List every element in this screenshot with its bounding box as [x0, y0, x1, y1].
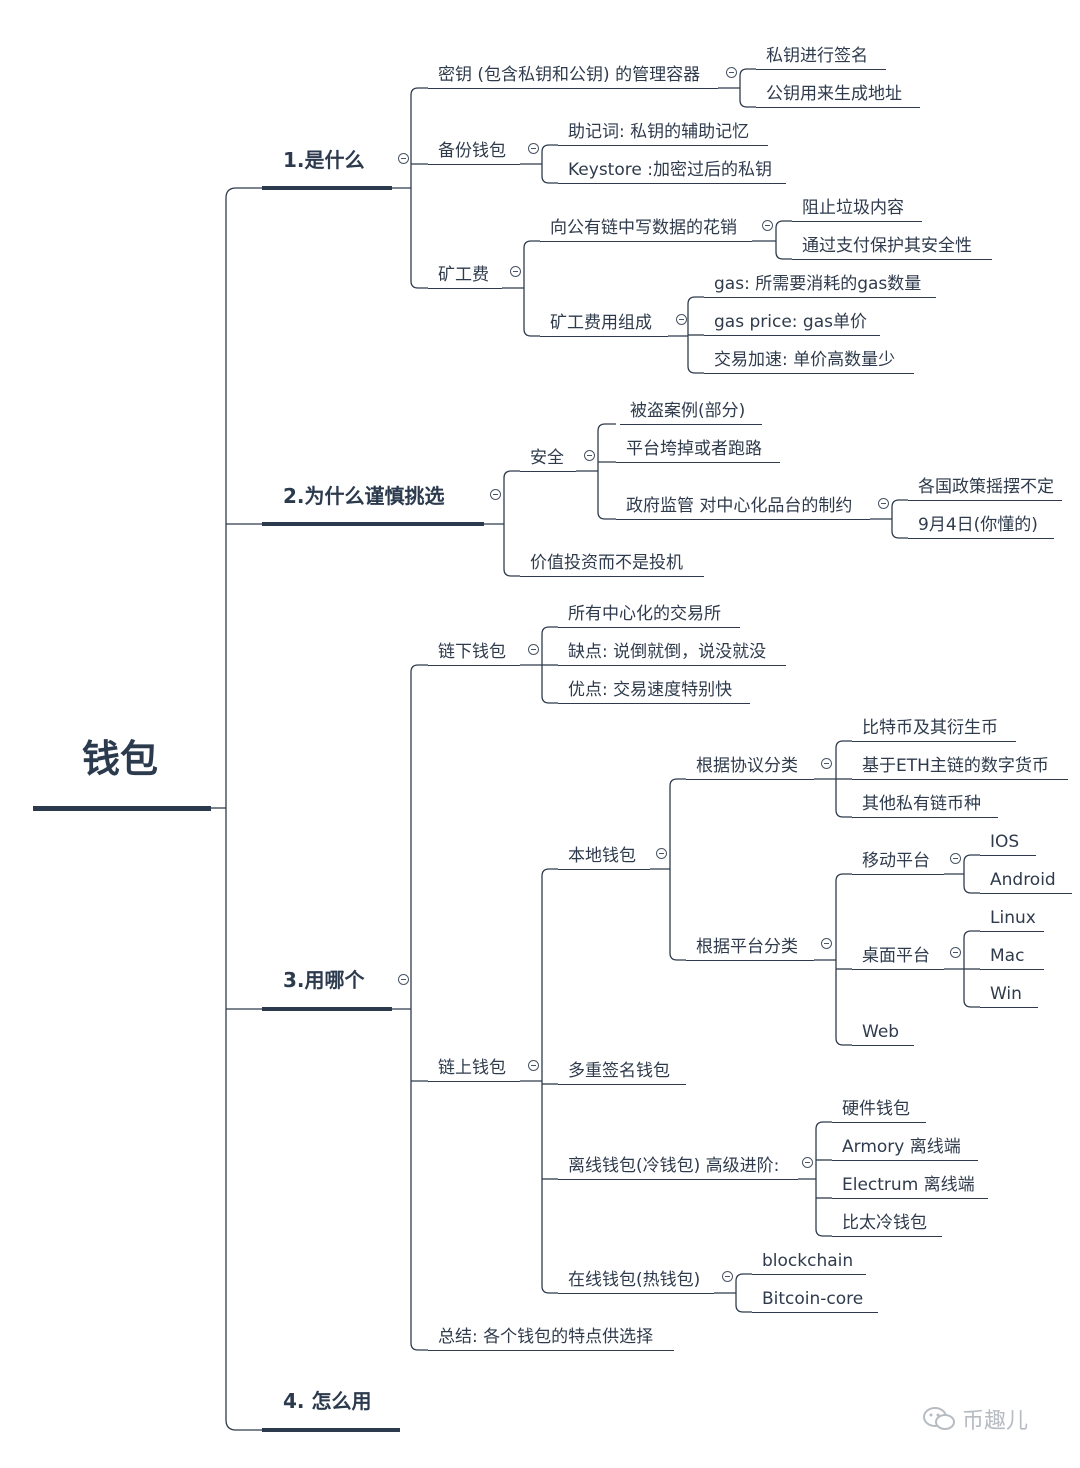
watermark-text: 币趣儿: [962, 1409, 1029, 1434]
collapse-toggle-icon[interactable]: [656, 848, 667, 859]
collapse-toggle-icon[interactable]: [398, 153, 409, 164]
watermark: 币趣儿: [922, 1403, 1028, 1435]
collapse-toggle-icon[interactable]: [821, 758, 832, 769]
collapse-toggle-icon[interactable]: [528, 644, 539, 655]
root-node: 钱包: [82, 737, 159, 781]
leaf-mac: Mac: [990, 946, 1025, 966]
node-security: 安全: [530, 448, 564, 468]
collapse-toggle-icon[interactable]: [950, 853, 961, 864]
leaf-gas: gas: 所需要消耗的gas数量: [714, 274, 922, 294]
collapse-toggle-icon[interactable]: [802, 1157, 813, 1168]
collapse-toggle-icon[interactable]: [676, 314, 687, 325]
node-by-platform: 根据平台分类: [696, 937, 798, 957]
node-offchain: 链下钱包: [438, 642, 506, 662]
branch-how: 4. 怎么用: [283, 1389, 372, 1413]
collapse-toggle-icon[interactable]: [528, 1060, 539, 1071]
node-summary: 总结: 各个钱包的特点供选择: [438, 1327, 654, 1347]
node-by-protocol: 根据协议分类: [696, 756, 798, 776]
leaf-eth-tokens: 基于ETH主链的数字货币: [862, 756, 1049, 776]
collapse-toggle-icon[interactable]: [528, 143, 539, 154]
collapse-toggle-icon[interactable]: [584, 450, 595, 461]
collapse-toggle-icon[interactable]: [398, 974, 409, 985]
node-cold-wallet: 离线钱包(冷钱包) 高级进阶:: [568, 1156, 780, 1176]
leaf-btc-derivatives: 比特币及其衍生币: [862, 718, 998, 738]
collapse-toggle-icon[interactable]: [510, 266, 521, 277]
collapse-toggle-icon[interactable]: [878, 498, 889, 509]
leaf-bitcoin-core: Bitcoin-core: [762, 1289, 864, 1309]
branch-which: 3.用哪个: [283, 968, 365, 992]
root-underline: [33, 806, 211, 811]
leaf-gas-price: gas price: gas单价: [714, 312, 867, 332]
branch-what: 1.是什么: [283, 148, 365, 172]
leaf-spam: 阻止垃圾内容: [802, 198, 904, 218]
branch-why: 2.为什么谨慎挑选: [283, 484, 445, 508]
leaf-blockchain: blockchain: [762, 1251, 854, 1271]
leaf-mnemonic: 助记词: 私钥的辅助记忆: [568, 122, 750, 142]
node-multisig: 多重签名钱包: [568, 1061, 670, 1081]
collapse-toggle-icon[interactable]: [950, 947, 961, 958]
collapse-toggle-icon[interactable]: [490, 489, 501, 500]
leaf-win: Win: [990, 984, 1022, 1004]
leaf-policy: 各国政策摇摆不定: [918, 477, 1054, 497]
leaf-sept4: 9月4日(你懂的): [918, 515, 1038, 535]
leaf-electrum: Electrum 离线端: [842, 1175, 975, 1195]
leaf-web: Web: [862, 1022, 900, 1042]
leaf-pros: 优点: 交易速度特别快: [568, 680, 733, 700]
leaf-ios: IOS: [990, 832, 1020, 852]
leaf-armory: Armory 离线端: [842, 1137, 961, 1157]
node-key-container: 密钥 (包含私钥和公钥) 的管理容器: [438, 65, 701, 85]
leaf-security-pay: 通过支付保护其安全性: [802, 236, 972, 256]
node-local-wallet: 本地钱包: [568, 846, 636, 866]
leaf-cons: 缺点: 说倒就倒，说没就没: [568, 642, 767, 662]
node-gov: 政府监管 对中心化品台的制约: [626, 496, 853, 516]
leaf-android: Android: [990, 870, 1056, 890]
node-value-invest: 价值投资而不是投机: [530, 553, 683, 573]
leaf-tx-speedup: 交易加速: 单价高数量少: [714, 350, 896, 370]
leaf-hardware: 硬件钱包: [842, 1099, 910, 1119]
node-desktop: 桌面平台: [862, 946, 930, 966]
leaf-keystore: Keystore :加密过后的私钥: [568, 160, 772, 180]
node-backup: 备份钱包: [438, 141, 506, 161]
collapse-toggle-icon[interactable]: [726, 67, 737, 78]
node-write-cost: 向公有链中写数据的花销: [550, 218, 737, 238]
node-onchain: 链上钱包: [438, 1058, 506, 1078]
node-fee: 矿工费: [438, 265, 489, 285]
leaf-private-chains: 其他私有链币种: [862, 794, 981, 814]
leaf-sign: 私钥进行签名: [766, 46, 868, 66]
wechat-icon: [923, 1407, 955, 1430]
leaf-bither: 比太冷钱包: [842, 1213, 927, 1233]
node-hot-wallet: 在线钱包(热钱包): [568, 1270, 701, 1290]
collapse-toggle-icon[interactable]: [722, 1271, 733, 1282]
node-mobile: 移动平台: [862, 851, 930, 871]
leaf-theft: 被盗案例(部分): [630, 401, 746, 421]
collapse-toggle-icon[interactable]: [821, 938, 832, 949]
leaf-address: 公钥用来生成地址: [766, 84, 902, 104]
leaf-linux: Linux: [990, 908, 1036, 928]
node-fee-composition: 矿工费用组成: [550, 313, 652, 333]
collapse-toggle-icon[interactable]: [762, 220, 773, 231]
leaf-exchanges: 所有中心化的交易所: [568, 604, 721, 624]
leaf-collapse: 平台垮掉或者跑路: [626, 439, 762, 459]
